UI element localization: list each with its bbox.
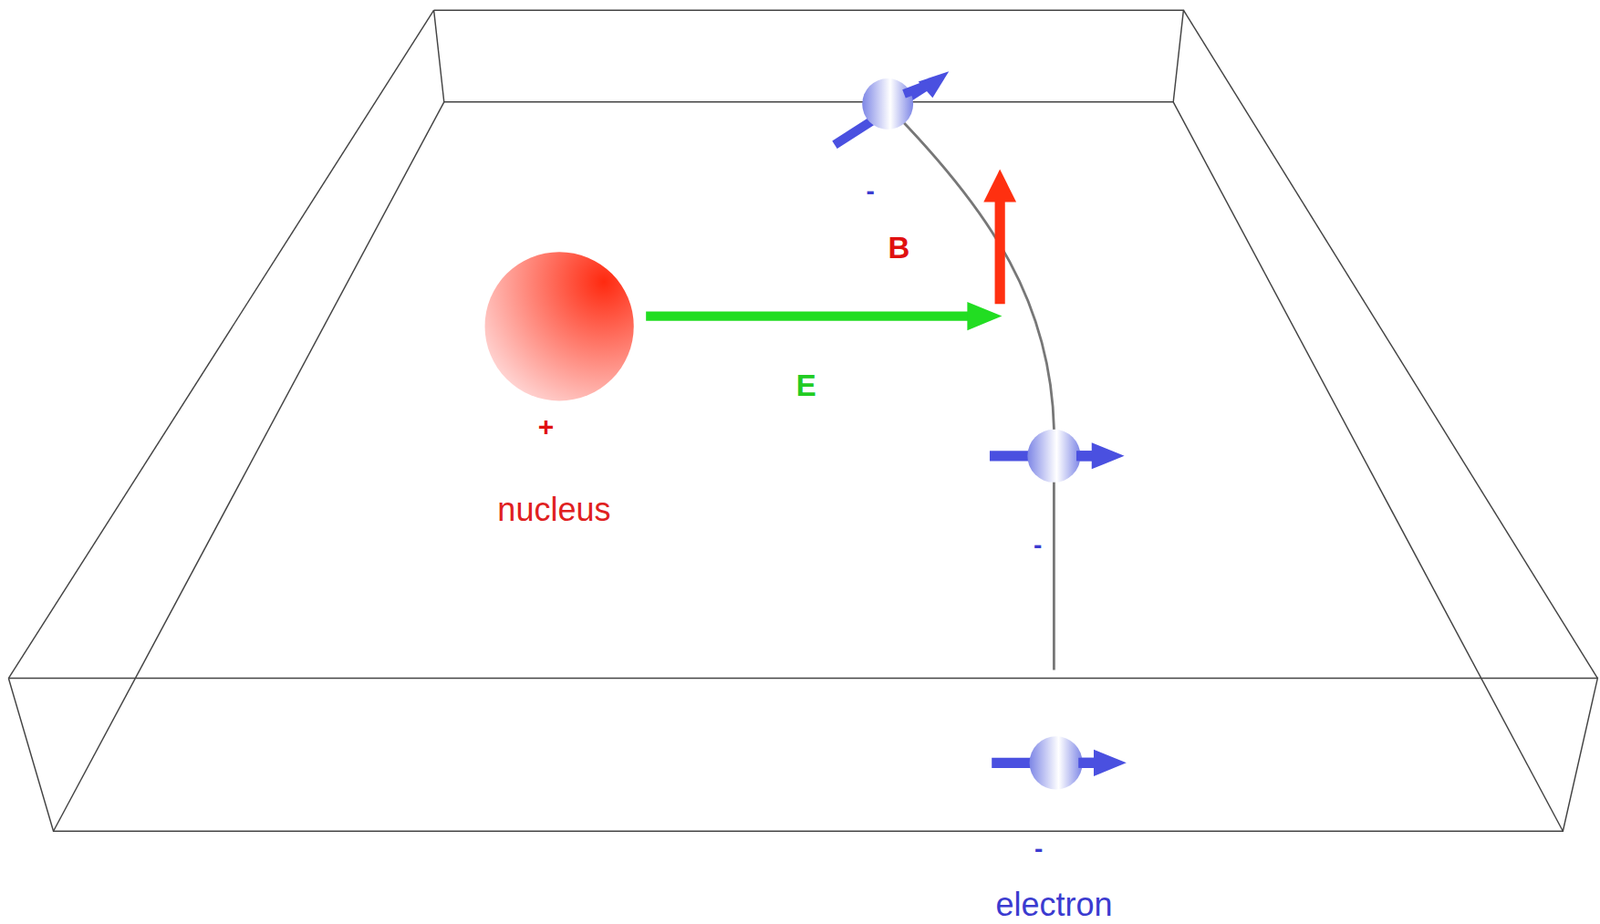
charge-sign: + (538, 413, 555, 441)
nucleus-sphere (485, 251, 634, 401)
part-label: nucleus (497, 493, 611, 527)
electric-field-arrow (645, 301, 1002, 331)
magnetic-field-arrow (983, 169, 1017, 305)
electron-top (834, 71, 949, 146)
field-label: B (888, 231, 911, 262)
charge-sign: - (1033, 532, 1042, 559)
trajectory (885, 103, 1054, 671)
electron-middle (989, 429, 1125, 483)
field-label: E (796, 369, 817, 400)
electron-bottom (991, 736, 1127, 790)
charge-sign: - (1034, 836, 1043, 863)
part-label: electron (995, 888, 1112, 922)
charge-sign: - (866, 178, 875, 205)
box-outline (8, 10, 1598, 832)
